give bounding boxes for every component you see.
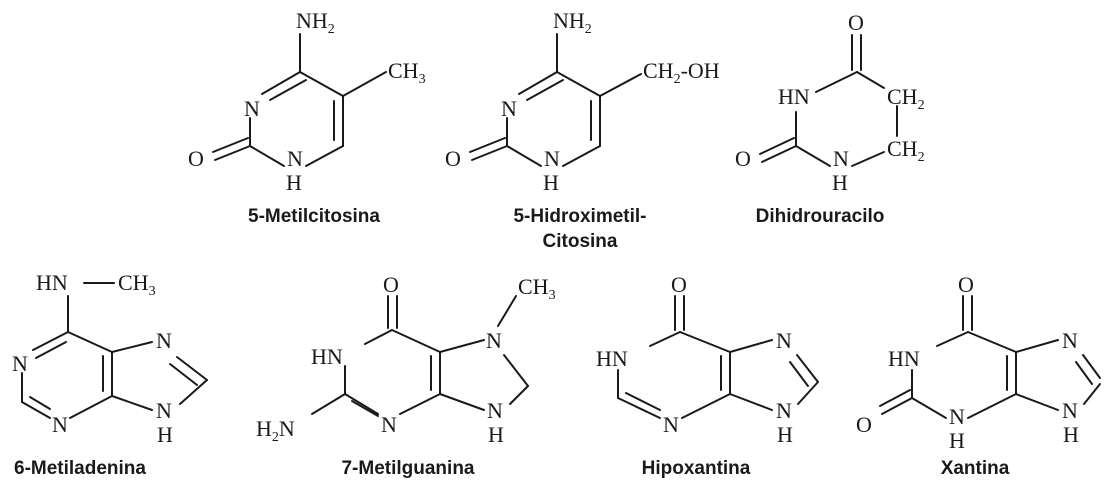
label-h9: H [1063, 422, 1079, 447]
molecule-5-hidroximetil-citosina: NH2 N O N H CH2-OH 5-Hidroximetil- Citos… [445, 8, 720, 252]
name-xantina: Xantina [941, 458, 1010, 479]
name-5-metilcitosina: 5-Metilcitosina [248, 206, 380, 227]
molecule-7-metilguanina: O HN H2N N N N H CH3 7-Metilguanina [256, 272, 556, 479]
label-nh2: NH2 [553, 8, 592, 37]
label-h3: H [949, 428, 965, 453]
label-hn: HN [778, 84, 810, 109]
label-n3: N [52, 412, 68, 437]
label-o6: O [671, 272, 687, 297]
label-h: H [543, 170, 559, 195]
name-7-metilguanina: 7-Metilguanina [341, 458, 474, 479]
label-ch2-top: CH2 [887, 84, 925, 113]
label-ch2oh: CH2-OH [643, 58, 720, 87]
name-citosina: Citosina [543, 231, 618, 252]
label-o6: O [958, 272, 974, 297]
label-ch3: CH3 [518, 274, 556, 303]
label-n1: N [287, 146, 303, 171]
label-o2: O [856, 412, 872, 437]
label-h: H [157, 422, 173, 447]
molecule-5-metilcitosina: NH2 N O N H CH3 5-Metilcitosina [188, 8, 426, 227]
label-o2: O [188, 146, 204, 171]
label-n9: N [1062, 398, 1078, 423]
label-o2: O [445, 146, 461, 171]
label-h: H [777, 422, 793, 447]
label-n9: N [776, 398, 792, 423]
label-n7: N [486, 328, 502, 353]
label-n9: N [156, 398, 172, 423]
label-n3: N [663, 412, 679, 437]
label-n3: N [381, 412, 397, 437]
molecule-dihidrouracilo: O HN O N H CH2 CH2 Dihidrouracilo [735, 10, 925, 227]
label-n7: N [156, 328, 172, 353]
label-hn: HN [888, 346, 920, 371]
label-h: H [286, 170, 302, 195]
label-n9: N [487, 398, 503, 423]
label-n7: N [1062, 328, 1078, 353]
label-hn: HN [36, 270, 68, 295]
label-n1: N [833, 146, 849, 171]
label-h: H [488, 422, 504, 447]
label-o2: O [735, 146, 751, 171]
label-nh2: NH2 [296, 8, 335, 37]
name-hipoxantina: Hipoxantina [642, 458, 751, 479]
name-6-metiladenina: 6-Metiladenina [14, 458, 146, 479]
label-o4: O [848, 10, 864, 35]
label-n1: N [544, 146, 560, 171]
label-hn: HN [311, 344, 343, 369]
label-n7: N [776, 328, 792, 353]
molecule-xantina: O HN O N H N N H Xantina [856, 272, 1101, 479]
molecule-6-metiladenina: HN CH3 N N N N H 6-Metiladenina [12, 270, 208, 479]
label-o6: O [383, 272, 399, 297]
label-hn: HN [596, 346, 628, 371]
name-5-hidroximetil: 5-Hidroximetil- [513, 206, 646, 227]
label-n3: N [501, 96, 517, 121]
label-n3: N [244, 96, 260, 121]
label-h2n: H2N [256, 416, 295, 445]
label-n3: N [949, 404, 965, 429]
name-dihidrouracilo: Dihidrouracilo [756, 206, 885, 227]
label-h: H [832, 170, 848, 195]
label-ch3: CH3 [388, 58, 426, 87]
molecule-hipoxantina: O HN N N N H Hipoxantina [596, 272, 819, 479]
label-n1: N [12, 351, 28, 376]
label-ch3: CH3 [118, 270, 156, 299]
label-ch2-bottom: CH2 [887, 136, 925, 165]
